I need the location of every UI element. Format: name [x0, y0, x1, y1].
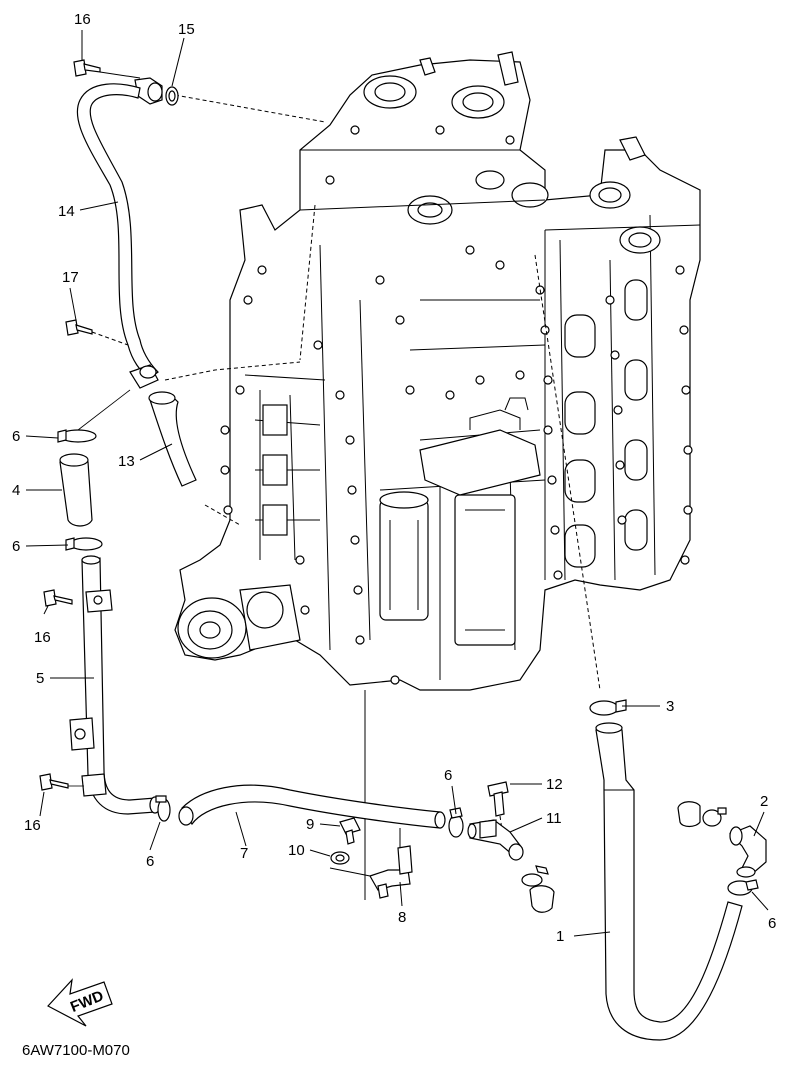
- bolt-16-bottom: [39, 773, 84, 791]
- hose-14: [76, 77, 163, 389]
- callout-7: 7: [240, 845, 248, 862]
- callout-11: 11: [546, 810, 562, 827]
- clamp-6a: [57, 389, 131, 443]
- callout-9: 9: [306, 816, 314, 833]
- fitting-11: [467, 819, 555, 913]
- clamp-6c: [155, 795, 171, 822]
- callout-6-b: 6: [12, 538, 20, 555]
- diagram-reference-code: 6AW7100-M070: [22, 1042, 130, 1059]
- pipe-5: [69, 555, 161, 815]
- callout-16-bottom: 16: [24, 817, 41, 834]
- hose-1: [595, 722, 743, 1041]
- hose-7: [178, 784, 446, 829]
- clamp-3: [589, 699, 627, 716]
- callout-13: 13: [118, 453, 135, 470]
- callout-6-e: 6: [768, 915, 776, 932]
- bolt-16-top: [73, 59, 141, 79]
- callout-16-middle: 16: [34, 629, 51, 646]
- callout-leader-lines: [25, 30, 769, 937]
- callout-8: 8: [398, 909, 406, 926]
- callout-2: 2: [760, 793, 768, 810]
- callout-labels: 16 15 14 17 6 13 4 6 16 5 16 6 7 9 10 8 …: [12, 11, 776, 945]
- callout-12: 12: [546, 776, 563, 793]
- callout-6-d: 6: [444, 767, 452, 784]
- callout-5: 5: [36, 670, 44, 687]
- callout-6-c: 6: [146, 853, 154, 870]
- callout-14: 14: [58, 203, 75, 220]
- fitting-2: [677, 801, 767, 878]
- hose-13: [148, 391, 197, 487]
- callout-10: 10: [288, 842, 305, 859]
- callout-3: 3: [666, 698, 674, 715]
- bolt-9: [339, 817, 361, 845]
- engine-block-illustration: [164, 51, 701, 900]
- callout-6-a: 6: [12, 428, 20, 445]
- screw-12: [487, 781, 509, 831]
- o-ring-15: [165, 86, 179, 106]
- callout-15: 15: [178, 21, 195, 38]
- hose-4: [59, 453, 93, 527]
- fwd-direction-arrow: FWD: [47, 978, 113, 1027]
- clamp-6b: [65, 537, 103, 551]
- callout-17: 17: [62, 269, 79, 286]
- bolt-17: [65, 319, 129, 346]
- washer-10: [330, 851, 350, 865]
- bolt-16-middle: [43, 589, 73, 607]
- callout-16-top: 16: [74, 11, 91, 28]
- callout-4: 4: [12, 482, 20, 499]
- callout-1: 1: [556, 928, 564, 945]
- clamp-6e: [727, 879, 759, 896]
